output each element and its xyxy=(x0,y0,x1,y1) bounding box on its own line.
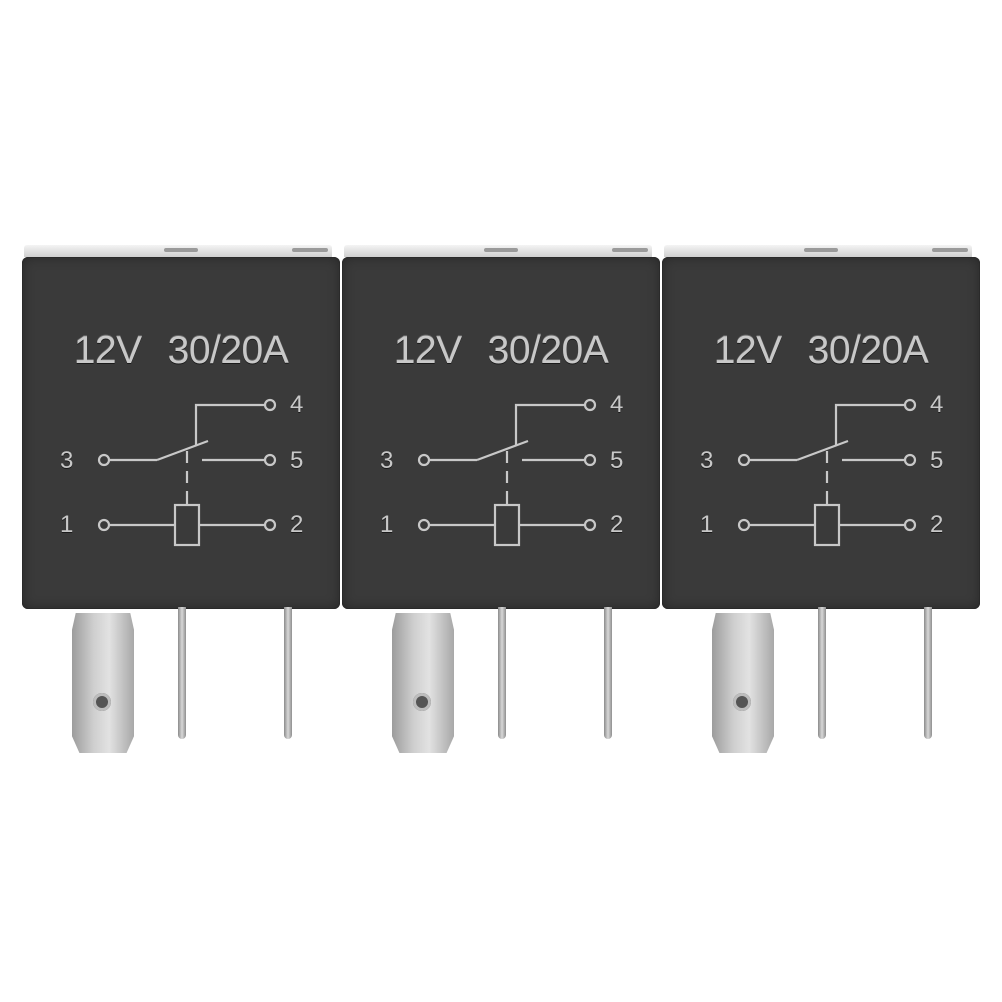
voltage-rating: 12V xyxy=(73,329,142,372)
relay-top-edge xyxy=(664,245,972,257)
current-rating: 30/20A xyxy=(167,329,289,372)
pin-terminal xyxy=(924,607,932,739)
pin-label-1: 1 xyxy=(60,511,74,538)
voltage-rating: 12V xyxy=(713,329,782,372)
pin-label-4: 4 xyxy=(610,391,624,418)
pin-terminal xyxy=(604,607,612,739)
pin-label-3: 3 xyxy=(380,447,394,474)
relay-1: 12V 30/20A 4 3 5 1 2 xyxy=(20,245,342,765)
relay-2: 12V 30/20A 4 3 5 1 2 xyxy=(340,245,662,765)
relay-3: 12V 30/20A 4 3 5 1 2 xyxy=(660,245,982,765)
relay-body: 12V 30/20A 4 3 5 1 2 xyxy=(342,257,660,609)
relay-rating-label: 12V 30/20A xyxy=(342,329,660,373)
voltage-rating: 12V xyxy=(393,329,462,372)
pin-label-4: 4 xyxy=(290,391,304,418)
relay-schematic-icon xyxy=(417,398,597,547)
relay-body: 12V 30/20A 4 3 5 1 2 xyxy=(22,257,340,609)
relay-schematic-icon xyxy=(97,398,277,547)
terminal-hole xyxy=(93,693,111,711)
relay-rating-label: 12V 30/20A xyxy=(662,329,980,373)
spade-terminal xyxy=(712,613,774,753)
relay-rating-label: 12V 30/20A xyxy=(22,329,340,373)
pin-terminal xyxy=(178,607,186,739)
relay-top-edge xyxy=(24,245,332,257)
pin-label-2: 2 xyxy=(930,511,944,538)
pin-label-5: 5 xyxy=(930,447,944,474)
terminal-hole xyxy=(733,693,751,711)
pin-label-5: 5 xyxy=(610,447,624,474)
pin-terminal xyxy=(284,607,292,739)
spade-terminal xyxy=(72,613,134,753)
pin-label-2: 2 xyxy=(610,511,624,538)
relay-top-edge xyxy=(344,245,652,257)
spade-terminal xyxy=(392,613,454,753)
pin-label-3: 3 xyxy=(60,447,74,474)
pin-terminal xyxy=(818,607,826,739)
pin-terminal xyxy=(498,607,506,739)
pin-label-4: 4 xyxy=(930,391,944,418)
pin-label-1: 1 xyxy=(700,511,714,538)
terminal-hole xyxy=(413,693,431,711)
current-rating: 30/20A xyxy=(487,329,609,372)
relay-schematic-icon xyxy=(737,398,917,547)
pin-label-1: 1 xyxy=(380,511,394,538)
pin-label-3: 3 xyxy=(700,447,714,474)
pin-label-2: 2 xyxy=(290,511,304,538)
current-rating: 30/20A xyxy=(807,329,929,372)
relay-body: 12V 30/20A 4 3 5 1 2 xyxy=(662,257,980,609)
pin-label-5: 5 xyxy=(290,447,304,474)
